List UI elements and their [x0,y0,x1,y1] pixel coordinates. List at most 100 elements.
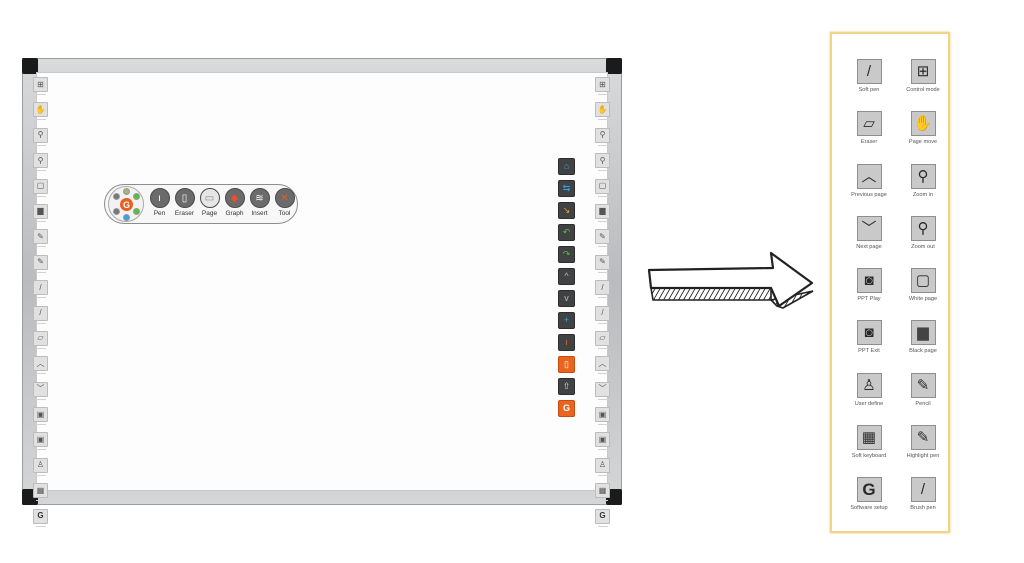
tool-eraser[interactable]: ▯Eraser [174,188,195,217]
add-icon: + [563,315,570,325]
logo-button[interactable]: G [558,400,575,417]
software-setup-button[interactable]: G [33,508,48,527]
previous-page-button[interactable]: ︿ [595,356,610,375]
tool-tool[interactable]: ✕Tool [274,188,295,217]
zoom-out-icon: ⚲ [37,155,44,165]
zoom-in-icon: ⚲ [910,163,936,189]
pencil-icon: ✎ [599,231,606,241]
wheel-redo-icon[interactable] [133,208,140,215]
upload-button[interactable]: ⇧ [558,378,575,395]
zoom-out-icon: ⚲ [599,155,606,165]
zoom-out-button[interactable]: ⚲ [595,153,610,172]
soft-keyboard-icon: ▦ [36,485,45,495]
redo-button[interactable]: ↷ [558,246,575,263]
zoom-in-button[interactable]: ⚲ [595,127,610,146]
legend-item-ppt-exit: ◙PPT Exit [842,320,896,372]
pencil-button[interactable]: ✎ [33,229,48,248]
soft-keyboard-button[interactable]: ▦ [33,483,48,502]
add-button[interactable]: + [558,312,575,329]
eraser-button[interactable]: ▱ [33,330,48,349]
zoom-out-icon: ⚲ [910,215,936,241]
tool-icon: ✕ [274,188,295,208]
previous-page-icon: ︿ [36,358,45,368]
user-define-icon: ♙ [36,460,45,470]
legend-item-control-mode: ⊞Control mode [896,59,950,111]
highlight-pen-button[interactable]: ✎ [595,254,610,273]
soft-keyboard-button[interactable]: ▦ [595,483,610,502]
highlight-pen-button[interactable]: ✎ [33,254,48,273]
legend-item-eraser: ▱Eraser [842,111,896,163]
whiteboard-surface[interactable] [36,72,608,491]
white-page-button[interactable]: ▢ [33,178,48,197]
page-up-button[interactable]: ^ [558,268,575,285]
software-setup-icon: G [856,477,882,503]
page-down-button[interactable]: v [558,290,575,307]
previous-page-button[interactable]: ︿ [33,356,48,375]
eraser-button[interactable]: ▱ [595,330,610,349]
tool-label: Graph [225,210,244,217]
next-page-button[interactable]: ﹀ [595,381,610,400]
logo-icon[interactable]: G [120,198,133,211]
brush-pen-button[interactable]: / [595,280,610,299]
software-setup-button[interactable]: G [595,508,610,527]
ppt-play-button[interactable]: ▣ [595,407,610,426]
pencil-button[interactable]: ✎ [595,229,610,248]
page-move-button[interactable]: ✋ [33,102,48,121]
zoom-in-button[interactable]: ⚲ [33,127,48,146]
black-page-icon: ▆ [37,206,44,216]
switch-button[interactable]: ⇆ [558,180,575,197]
quick-toolbar: ⌂ ⇆ ↘ ↶ ↷ ^ v + ı ▯ ⇧ G [558,158,576,417]
software-setup-icon: G [37,511,44,521]
soft-pen-icon: / [601,308,604,318]
undo-icon: ↶ [562,227,571,237]
undo-button[interactable]: ↶ [558,224,575,241]
next-page-icon: ﹀ [598,384,607,394]
wheel-undo-icon[interactable] [133,193,140,200]
ppt-exit-icon: ▣ [598,434,607,444]
ppt-exit-button[interactable]: ▣ [33,432,48,451]
legend-item-next-page: ﹀Next page [842,215,896,268]
user-define-button[interactable]: ♙ [595,457,610,476]
wheel-add-icon[interactable] [123,214,130,221]
select-button[interactable]: ↘ [558,202,575,219]
legend-label: Software setup [850,505,888,512]
soft-pen-button[interactable]: / [595,305,610,324]
tool-graph[interactable]: ◆Graph [224,188,245,217]
home-button[interactable]: ⌂ [558,158,575,175]
control-wheel[interactable]: G [108,186,144,222]
tool-page[interactable]: ▭Page [199,188,220,217]
ppt-play-icon: ◙ [856,268,882,294]
wheel-down-icon[interactable] [113,208,120,215]
control-mode-button[interactable]: ⊞ [33,77,48,95]
select-icon: ↘ [562,205,571,215]
legend-label: Control mode [906,87,940,93]
white-page-button[interactable]: ▢ [595,178,610,197]
legend-grid: /Soft pen⊞Control mode▱Eraser✋Page move︿… [842,59,950,530]
black-page-button[interactable]: ▆ [595,203,610,222]
highlight-pen-icon: ✎ [599,257,606,267]
highlight-pen-icon: ✎ [37,257,44,267]
pen-button[interactable]: ı [558,334,575,351]
legend-label: PPT Play [857,296,881,303]
whiteboard-frame: ⊞ ✋ ⚲ ⚲ ▢ ▆ ✎ ✎ / / ▱ ︿ ﹀ ▣ ▣ ♙ ▦ G ⊞ ✋ ⚲ ⚲ ▢ ▆ ✎ ✎ / / ▱ ︿ ﹀ ▣ ▣ ♙ ▦ G [22,58,622,527]
control-mode-button[interactable]: ⊞ [595,77,610,95]
brush-pen-button[interactable]: / [33,280,48,299]
tool-insert[interactable]: ≋Insert [249,188,270,217]
next-page-button[interactable]: ﹀ [33,381,48,400]
wheel-up-icon[interactable] [113,193,120,200]
ppt-exit-icon: ◙ [856,320,882,346]
legend-item-zoom-in: ⚲Zoom in [896,163,950,216]
page-move-button[interactable]: ✋ [595,102,610,121]
white-page-icon: ▢ [36,181,45,191]
soft-pen-button[interactable]: / [33,305,48,324]
wheel-pen-icon[interactable] [123,188,130,195]
ppt-play-button[interactable]: ▣ [33,407,48,426]
user-define-button[interactable]: ♙ [33,457,48,476]
black-page-button[interactable]: ▆ [33,203,48,222]
page-icon: ▭ [199,188,220,208]
zoom-out-button[interactable]: ⚲ [33,153,48,172]
ppt-exit-button[interactable]: ▣ [595,432,610,451]
eraser-button[interactable]: ▯ [558,356,575,373]
